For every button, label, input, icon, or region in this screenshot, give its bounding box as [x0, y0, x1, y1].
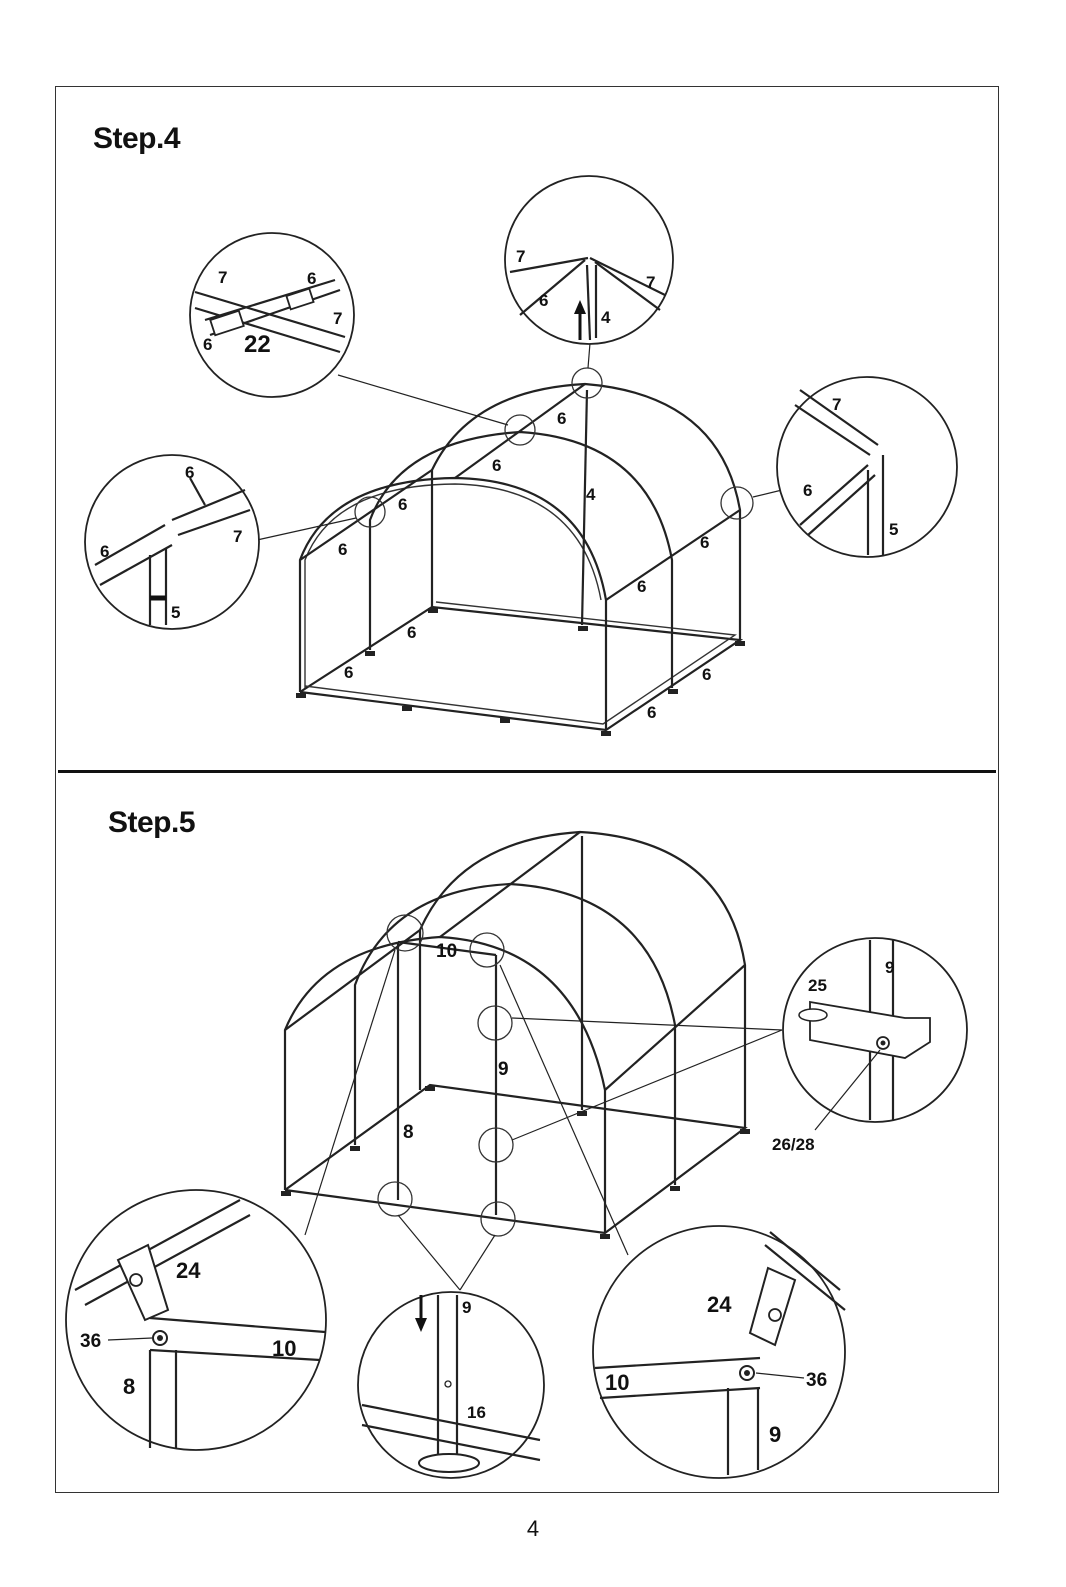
- step4-middle-arch: [368, 430, 674, 688]
- cross-label-22: 22: [244, 331, 271, 358]
- step5-rear-arch: [418, 830, 747, 1128]
- step4-side-pole-right: [605, 509, 741, 601]
- left-corner-label-24: 24: [176, 1258, 201, 1283]
- step4-label-6h: 6: [344, 663, 353, 682]
- right-corner-label-24: 24: [707, 1292, 732, 1317]
- cross-label-7a: 7: [218, 268, 227, 287]
- cross-label-6a: 6: [307, 269, 316, 288]
- cross-label-7b: 7: [333, 309, 342, 328]
- step4-label-6d: 6: [338, 540, 347, 559]
- step5-front-arch: [283, 935, 607, 1233]
- left-label-6a: 6: [185, 463, 194, 482]
- step4-base-frame: [299, 605, 744, 732]
- left-label-7: 7: [233, 527, 242, 546]
- step4-highlight-right: [720, 486, 754, 520]
- step4-title: Step.4: [93, 122, 181, 155]
- step4-highlight-cross: [504, 414, 536, 446]
- bracket-label-25: 25: [808, 976, 827, 995]
- step4-center-support: [580, 389, 589, 626]
- step5-detail-bracket: 25 9 26/28: [772, 937, 968, 1154]
- top-label-7a: 7: [516, 247, 525, 266]
- step4-label-6a: 6: [557, 409, 566, 428]
- step4-label-6e: 6: [700, 533, 709, 552]
- left-corner-label-36: 36: [80, 1331, 101, 1352]
- step5-label-9: 9: [498, 1059, 509, 1080]
- page-frame: [55, 86, 999, 1493]
- step4-base-inner: [304, 601, 737, 725]
- base-label-9: 9: [462, 1298, 471, 1317]
- right-label-6: 6: [803, 481, 812, 500]
- step-divider: [58, 770, 996, 773]
- step4-front-arch-inner: [304, 483, 602, 688]
- step4-label-6f: 6: [637, 577, 646, 596]
- step5-detail-left-corner: 24 36 10 8: [65, 1189, 327, 1451]
- step4-detail-cross: 7 6 7 6 22: [189, 232, 355, 398]
- step5-feet: [281, 1086, 750, 1239]
- step5-label-8: 8: [403, 1122, 414, 1143]
- left-label-5: 5: [171, 603, 180, 622]
- step4-detail-top: 7 6 7 4: [504, 175, 674, 345]
- step4-rear-arch: [430, 382, 742, 640]
- step5-door-top: [397, 940, 497, 957]
- left-corner-label-8: 8: [123, 1374, 135, 1399]
- step4-label-6c: 6: [398, 495, 407, 514]
- right-label-7: 7: [832, 395, 841, 414]
- step4-label-6g: 6: [407, 623, 416, 642]
- bracket-label-9: 9: [885, 958, 894, 977]
- step5-detail-base: 9 16: [357, 1291, 545, 1479]
- step4-highlight-top: [571, 367, 603, 399]
- top-label-6: 6: [539, 291, 548, 310]
- left-corner-label-10: 10: [272, 1336, 296, 1361]
- step5-detail-right-corner: 24 10 36 9: [592, 1225, 846, 1479]
- right-corner-label-36: 36: [806, 1370, 827, 1391]
- step5-frame-drawing: 10 8 9: [281, 830, 783, 1291]
- step4-feet: [296, 608, 745, 736]
- step4-ridge-pole: [454, 383, 586, 479]
- top-label-7b: 7: [646, 273, 655, 292]
- step5-label-10: 10: [436, 941, 457, 962]
- right-corner-label-9: 9: [769, 1422, 781, 1447]
- right-corner-label-10: 10: [605, 1370, 629, 1395]
- top-label-4: 4: [601, 308, 611, 327]
- page-number: 4: [526, 1516, 540, 1541]
- right-label-5: 5: [889, 520, 898, 539]
- step4-detail-right: 7 6 5: [776, 376, 958, 558]
- step4-detail-left: 6 7 6 5: [84, 454, 260, 630]
- bracket-label-26-28: 26/28: [772, 1135, 815, 1154]
- step4-label-4: 4: [586, 485, 596, 504]
- step4-label-6i: 6: [702, 665, 711, 684]
- step4-frame-drawing: 6 6 6 6 6 6 6 6 6 6 4: [256, 342, 783, 736]
- step4-side-pole-left: [299, 469, 433, 561]
- step4-label-6j: 6: [647, 703, 656, 722]
- base-label-16: 16: [467, 1403, 486, 1422]
- left-label-6b: 6: [100, 542, 109, 561]
- step4-label-6b: 6: [492, 456, 501, 475]
- step5-title: Step.5: [108, 806, 196, 839]
- step4-highlight-left: [354, 496, 386, 528]
- cross-label-6b: 6: [203, 335, 212, 354]
